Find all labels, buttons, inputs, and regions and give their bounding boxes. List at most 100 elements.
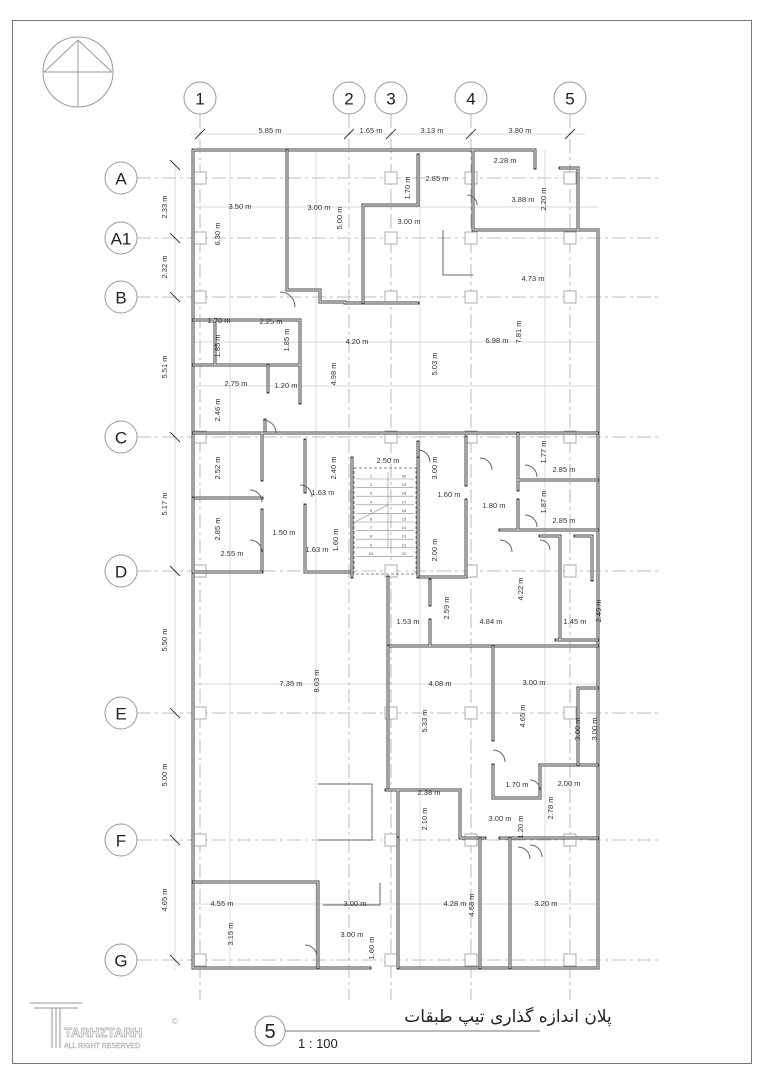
wall (498, 431, 600, 532)
stair-step-number: 7 (370, 525, 373, 530)
stair-step-number: 15 (402, 517, 407, 522)
dimension-label: 2.75 m (225, 379, 248, 388)
dimension-tick (564, 128, 576, 140)
stair-step-number: 10 (369, 551, 374, 556)
dimension-label: 1.60 m (331, 529, 340, 552)
dimension-label: 2.50 m (377, 456, 400, 465)
wall (191, 431, 600, 574)
wall-core (264, 365, 269, 433)
wall-core (479, 838, 511, 968)
column (563, 564, 577, 578)
dimension-label: 3.00 m (523, 678, 546, 687)
reference-lines (169, 128, 598, 970)
grid-bubble-A (104, 161, 138, 195)
grid-bubble-D (104, 554, 138, 588)
door-swing (524, 464, 538, 478)
dimension-label: 1.65 m (360, 126, 383, 135)
dimension-label: 3.50 m (229, 202, 252, 211)
grid-bubble-F (104, 823, 138, 857)
logo-name: TARHZTARH (64, 1025, 142, 1040)
column (193, 833, 207, 847)
dimension-label: 3.00 m (398, 217, 421, 226)
grid-label-E: E (115, 705, 126, 724)
stair-step-number: 16 (402, 508, 407, 513)
grid-label-5: 5 (565, 90, 574, 109)
dimension-tick (343, 128, 355, 140)
grid-label-3: 3 (386, 90, 395, 109)
dimension-label: 2.52 m (213, 457, 222, 480)
column (464, 953, 478, 967)
wall-core (192, 149, 599, 969)
stair-step-number: 19 (402, 482, 407, 487)
dimension-label: 8.03 m (312, 670, 321, 693)
wall (386, 575, 600, 648)
wall-core (387, 577, 598, 647)
dimension-label: 5.00 m (335, 207, 344, 230)
dimension-label: 4.20 m (346, 337, 369, 346)
door-swing (249, 489, 263, 503)
grid-label-B: B (115, 289, 126, 308)
dimension-tick (169, 291, 181, 303)
dimension-label: 1.20 m (516, 816, 525, 839)
dimension-label: 4.55 m (211, 899, 234, 908)
grid-bubble-B (104, 280, 138, 314)
drawing-scale: 1 : 100 (298, 1036, 338, 1051)
door-swings (249, 194, 551, 958)
dimension-label: 2.85 m (213, 518, 222, 541)
grid-bubble-1 (183, 81, 217, 115)
dimension-label: 1.80 m (483, 501, 506, 510)
dimension-label: 3.13 m (421, 126, 444, 135)
grid-label-C: C (115, 429, 127, 448)
dimension-label: 1.53 m (397, 617, 420, 626)
dimension-label: 2.85 m (426, 174, 449, 183)
wall (285, 148, 420, 305)
column (193, 953, 207, 967)
dimension-label: 3.00 m (344, 899, 367, 908)
dimension-label: 1.70 m (208, 316, 231, 325)
dimension-label: 1.70 m (506, 780, 529, 789)
dimension-label: 1.50 m (273, 528, 296, 537)
wall-core (304, 437, 467, 578)
column (563, 833, 577, 847)
dimension-label: 5.00 m (160, 764, 169, 787)
grid-label-1: 1 (195, 90, 204, 109)
grid-label-F: F (116, 832, 126, 851)
dimension-label: 4.98 m (329, 363, 338, 386)
dimension-label: 5.17 m (160, 493, 169, 516)
column (464, 706, 478, 720)
stair-step-number: 1 (370, 474, 373, 479)
column (193, 290, 207, 304)
grid-bubble-G (104, 943, 138, 977)
column (563, 953, 577, 967)
dimension-label: 4.65 m (160, 889, 169, 912)
dimension-label: 2.32 m (160, 256, 169, 279)
grid-bubble-5 (553, 81, 587, 115)
dimension-label: 2.85 m (553, 465, 576, 474)
grid-label-2: 2 (344, 90, 353, 109)
column (384, 833, 398, 847)
door-swing (299, 484, 313, 498)
column (563, 706, 577, 720)
dimension-label: 2.49 m (594, 600, 603, 623)
wall-core (387, 646, 598, 799)
column (384, 953, 398, 967)
dimension-tick (169, 431, 181, 443)
dimension-label: 3.00 m (430, 457, 439, 480)
wall-core (500, 433, 598, 531)
door-swing (524, 514, 538, 528)
stair-step-number: 5 (370, 508, 373, 513)
door-swing (529, 779, 541, 791)
grid-bubble-4 (454, 81, 488, 115)
dimension-label: 2.40 m (329, 457, 338, 480)
stair-step-number: 4 (370, 499, 373, 504)
dimension-label: 2.00 m (430, 539, 439, 562)
grid-bubble-A1 (104, 221, 138, 255)
grid-bubble-C (104, 420, 138, 454)
door-swing (249, 539, 263, 553)
column (464, 833, 478, 847)
stair-step-number: 18 (402, 491, 407, 496)
dimension-label: 4.73 m (522, 274, 545, 283)
drawing-number: 5 (264, 1021, 275, 1043)
grid-label-4: 4 (466, 90, 475, 109)
